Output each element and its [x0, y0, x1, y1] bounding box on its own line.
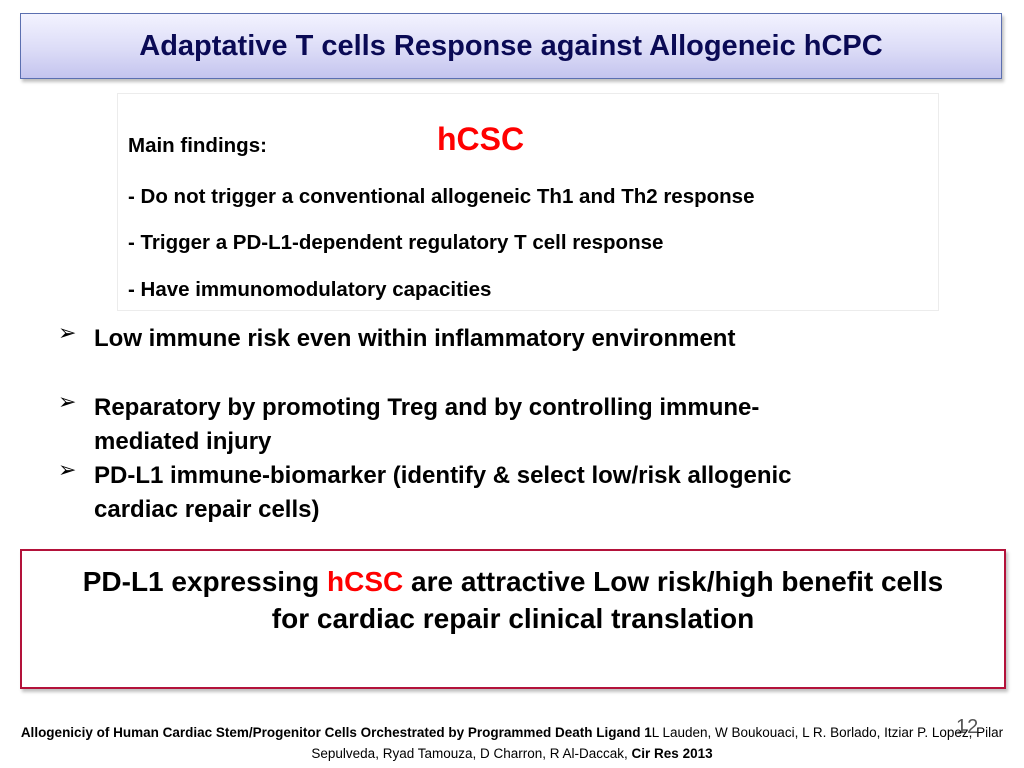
findings-box	[117, 93, 939, 311]
conclusion-text-part1: PD-L1 expressing	[82, 566, 328, 597]
bullet-line-1: Low immune risk even within inflammatory…	[94, 325, 736, 352]
finding-item-3: - Have immunomodulatory capacities	[128, 278, 492, 301]
citation: Allogeniciy of Human Cardiac Stem/Progen…	[8, 722, 1016, 764]
bullet-line-1: Reparatory by promoting Treg and by cont…	[94, 394, 760, 421]
findings-cell-label: hCSC	[437, 121, 525, 157]
bullet-text: PD-L1 immune-biomarker (identify & selec…	[94, 459, 924, 527]
conclusion-box: PD-L1 expressing hCSC are attractive Low…	[20, 549, 1006, 689]
title-banner: Adaptative T cells Response against Allo…	[20, 13, 1002, 79]
page-number: 12	[956, 716, 979, 738]
conclusion-text-line2: for cardiac repair clinical translation	[271, 603, 755, 634]
bullet-line-2: mediated injury	[94, 428, 272, 455]
slide-title: Adaptative T cells Response against Allo…	[139, 29, 883, 62]
bullet-text: Low immune risk even within inflammatory…	[94, 322, 924, 356]
conclusion-text-part2: are attractive Low risk/high benefit cel…	[403, 566, 944, 597]
bullet-text: Reparatory by promoting Treg and by cont…	[94, 391, 924, 459]
arrow-bullet-icon: ➢	[58, 457, 77, 482]
finding-item-1: - Do not trigger a conventional allogene…	[128, 185, 755, 208]
arrow-bullet-icon: ➢	[58, 320, 77, 345]
bullet-line-2: cardiac repair cells)	[94, 496, 320, 523]
findings-heading: Main findings:	[128, 134, 267, 157]
conclusion-highlight: hCSC	[327, 566, 404, 597]
citation-authors: L Lauden, W Boukouaci, L R. Borlado, Itz…	[311, 725, 1004, 761]
bullet-line-1: PD-L1 immune-biomarker (identify & selec…	[94, 462, 792, 489]
arrow-bullet-icon: ➢	[58, 389, 77, 414]
finding-item-2: - Trigger a PD-L1-dependent regulatory T…	[128, 231, 664, 254]
citation-journal: Cir Res 2013	[631, 746, 713, 761]
citation-title: Allogeniciy of Human Cardiac Stem/Progen…	[20, 725, 652, 740]
